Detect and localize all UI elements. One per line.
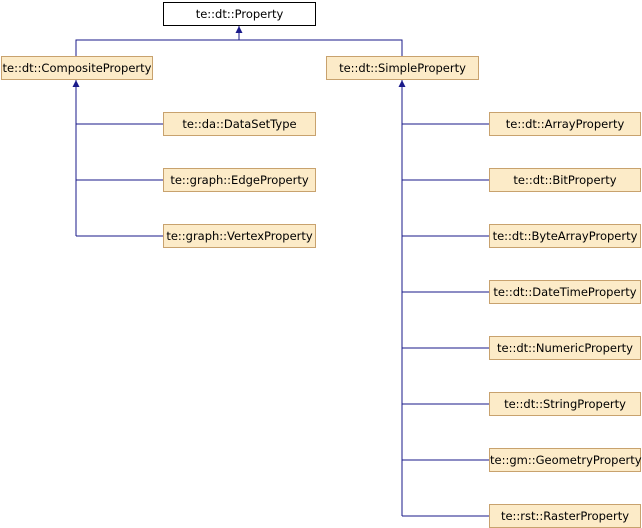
node-te-dt-array-property[interactable]: te::dt::ArrayProperty	[489, 112, 641, 136]
node-te-dt-date-time-property[interactable]: te::dt::DateTimeProperty	[489, 280, 641, 304]
node-te-dt-bit-property[interactable]: te::dt::BitProperty	[489, 168, 641, 192]
node-te-dt-byte-array-property[interactable]: te::dt::ByteArrayProperty	[489, 224, 641, 248]
node-composite-property[interactable]: te::dt::CompositeProperty	[1, 56, 153, 80]
node-te-da-data-set-type[interactable]: te::da::DataSetType	[163, 112, 316, 136]
node-simple-property[interactable]: te::dt::SimpleProperty	[326, 56, 479, 80]
node-te-rst-raster-property[interactable]: te::rst::RasterProperty	[489, 504, 641, 528]
root-node-property: te::dt::Property	[163, 2, 316, 26]
node-te-graph-edge-property[interactable]: te::graph::EdgeProperty	[163, 168, 316, 192]
edge-composite-to-root	[75, 39, 239, 56]
node-te-graph-vertex-property[interactable]: te::graph::VertexProperty	[163, 224, 316, 248]
node-te-dt-numeric-property[interactable]: te::dt::NumericProperty	[489, 336, 641, 360]
node-te-gm-geometry-property[interactable]: te::gm::GeometryProperty	[489, 448, 642, 472]
edge-simple-to-root	[239, 39, 403, 56]
inheritance-edges	[72, 26, 489, 517]
node-te-dt-string-property[interactable]: te::dt::StringProperty	[489, 392, 641, 416]
